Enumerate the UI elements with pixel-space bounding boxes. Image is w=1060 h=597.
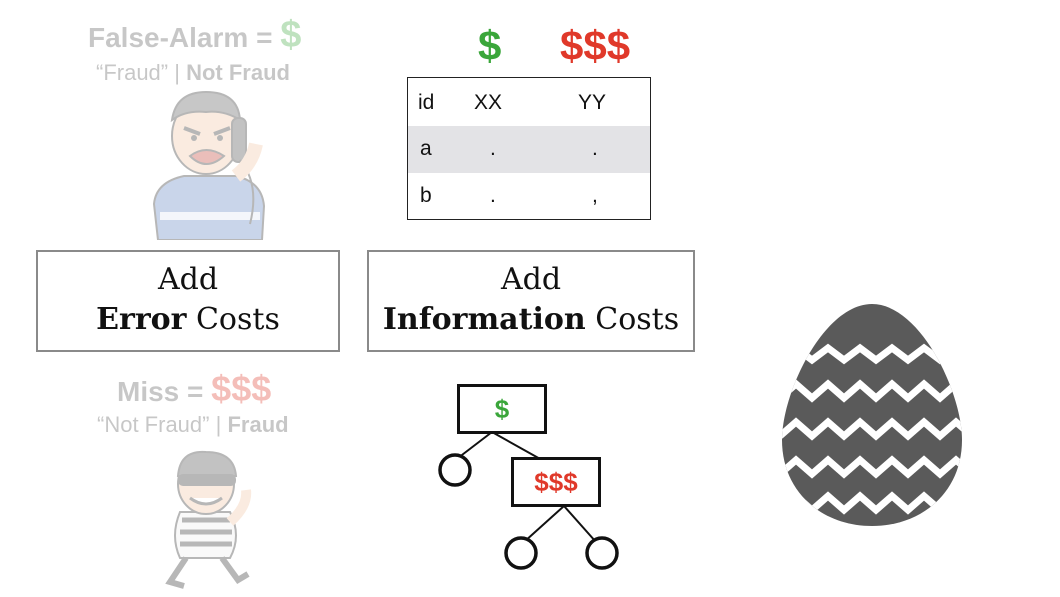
burglar-icon xyxy=(165,450,252,589)
table-cell: b xyxy=(420,184,432,207)
tree-edge xyxy=(563,505,597,543)
add-error-costs-box: Add Error Costs xyxy=(36,250,340,352)
tree-leaf-node xyxy=(585,536,619,570)
error-box-line1: Add xyxy=(157,262,219,297)
table-row: a . . xyxy=(408,126,650,173)
add-information-costs-box: Add Information Costs xyxy=(367,250,695,352)
feature-table: id XX YY a . . b . , xyxy=(407,77,651,220)
decision-tree xyxy=(438,431,619,570)
info-box-rest: Costs xyxy=(585,302,680,337)
false-alarm-title: False-Alarm = $ xyxy=(88,14,328,57)
table-cell: a xyxy=(420,137,432,160)
miss-subtitle: “Not Fraud” | Fraud xyxy=(97,412,289,438)
table-cell: , xyxy=(592,184,598,207)
cheap-feature-cost: $ xyxy=(478,22,502,69)
miss-label: Miss = xyxy=(117,376,204,407)
column-header: id xyxy=(418,91,435,114)
table-cell: . xyxy=(490,184,496,207)
info-box-line1: Add xyxy=(500,262,562,297)
tree-leaf-node xyxy=(504,536,538,570)
tree-child-node: $$$ xyxy=(511,457,601,507)
expensive-feature-cost: $$$ xyxy=(560,22,631,69)
miss-actual: Fraud xyxy=(227,412,289,437)
info-box-bold: Information xyxy=(382,302,586,337)
column-header: XX xyxy=(474,91,503,114)
error-box-rest: Costs xyxy=(186,302,280,337)
easter-egg-icon xyxy=(782,304,962,526)
miss-separator: | xyxy=(215,412,222,437)
false-alarm-label: False-Alarm = xyxy=(88,22,273,53)
table-cell: . xyxy=(592,137,598,160)
tree-edge xyxy=(491,431,543,461)
tree-edge xyxy=(457,431,493,459)
false-alarm-subtitle: “Fraud” | Not Fraud xyxy=(96,60,290,86)
table-row: b . , xyxy=(408,173,650,220)
column-header: YY xyxy=(578,91,607,114)
miss-cost: $$$ xyxy=(211,368,272,409)
error-box-line2: Error Costs xyxy=(96,302,280,337)
tree-leaf-node xyxy=(438,453,472,487)
false-alarm-cost: $ xyxy=(280,14,302,56)
false-alarm-separator: | xyxy=(174,60,180,85)
info-box-line2: Information Costs xyxy=(383,302,679,337)
tree-root-node: $ xyxy=(457,384,547,434)
false-alarm-actual: Not Fraud xyxy=(186,60,290,85)
miss-predicted: “Not Fraud” xyxy=(97,412,210,437)
table-header-row: id XX YY xyxy=(408,80,650,127)
angry-caller-icon xyxy=(152,90,266,240)
miss-title: Miss = $$$ xyxy=(117,368,271,410)
table-cell: . xyxy=(490,137,496,160)
error-box-bold: Error xyxy=(96,302,187,337)
false-alarm-predicted: “Fraud” xyxy=(96,60,169,85)
tree-edge xyxy=(523,505,565,543)
